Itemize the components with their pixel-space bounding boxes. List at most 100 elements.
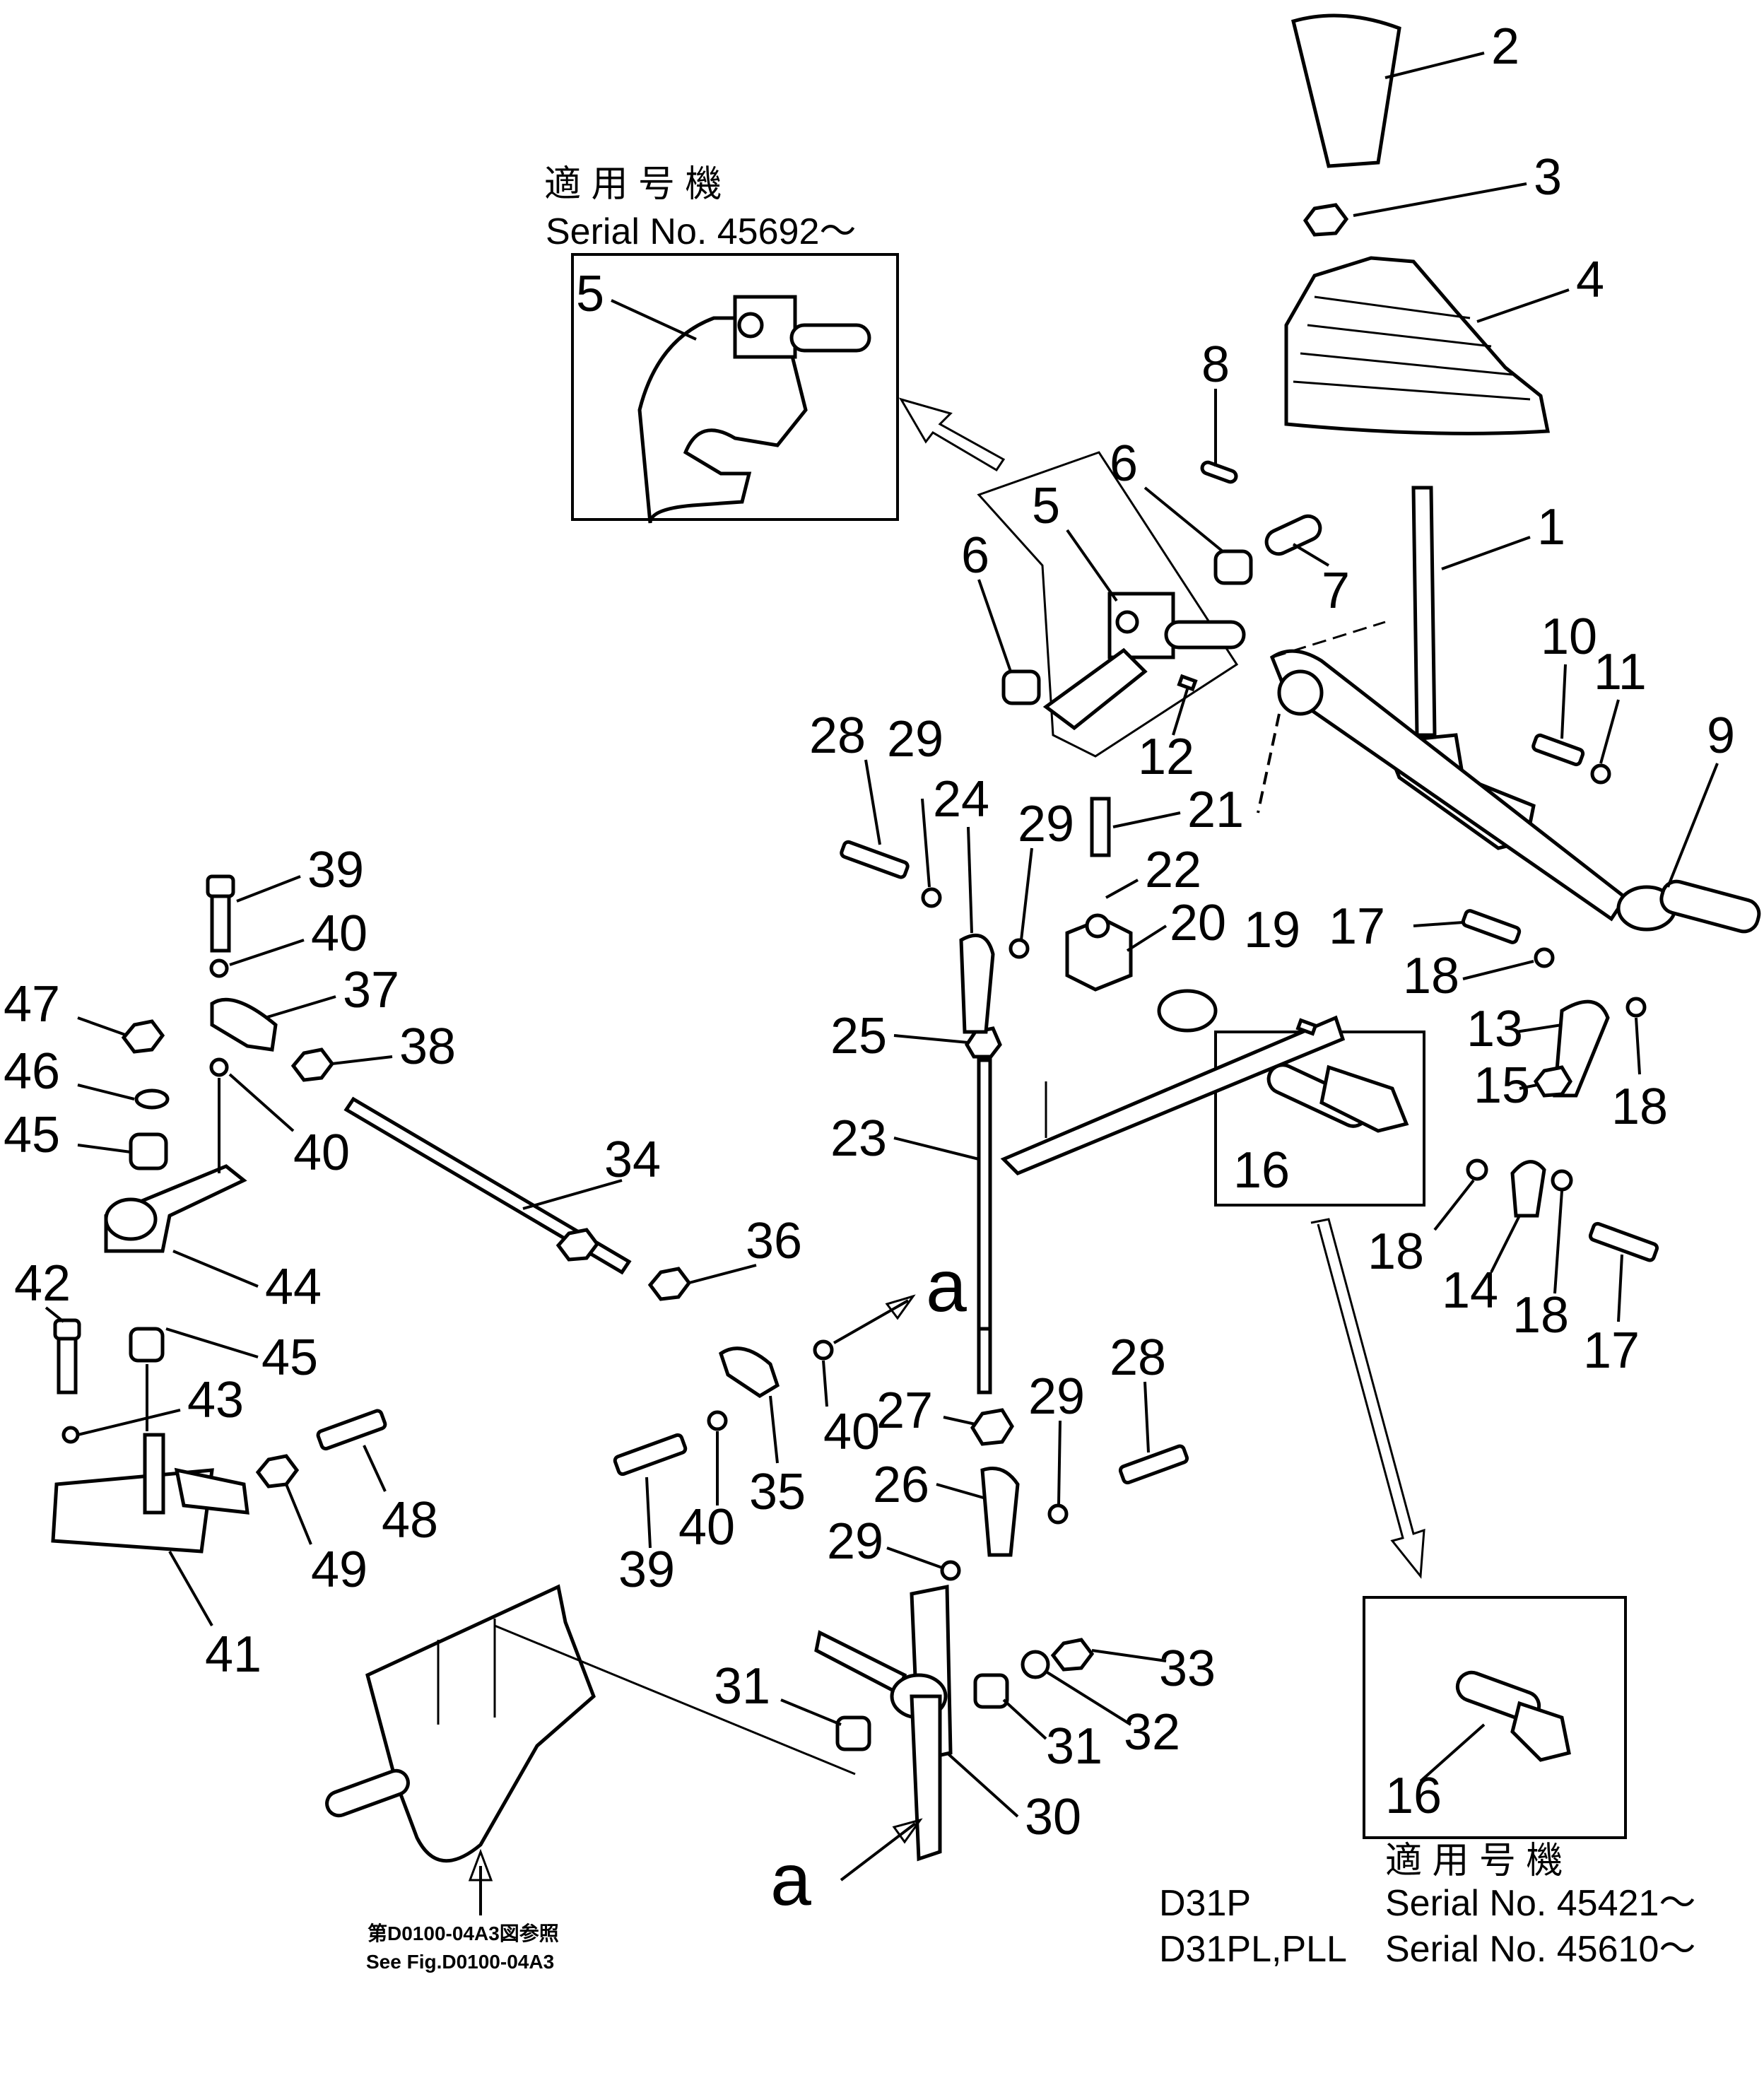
label-part-33: 33 <box>1159 1640 1216 1697</box>
label-part-15: 15 <box>1474 1057 1530 1114</box>
label-part-18b: 18 <box>1611 1079 1668 1135</box>
pin-part-19 <box>1295 1018 1318 1036</box>
label-part-39a: 39 <box>307 842 364 898</box>
inset-bottom-serial-2: Serial No. 45610～ <box>1385 1929 1695 1970</box>
label-part-37: 37 <box>343 962 399 1019</box>
bolt-part-42 <box>57 1334 78 1395</box>
lower-center-linkage <box>325 1096 1189 1915</box>
block-arm-5 <box>1042 647 1148 731</box>
clevis-part-16 <box>1319 1064 1409 1133</box>
nut-part-49 <box>255 1454 300 1489</box>
label-part-19: 19 <box>1244 902 1300 958</box>
washer-part-32 <box>1021 1650 1050 1679</box>
washer-part-40c <box>707 1410 728 1431</box>
bolt-part-39a <box>210 892 231 953</box>
inset-clevis-16 <box>1510 1701 1571 1762</box>
washer-part-29d <box>940 1560 961 1581</box>
lever-part-1 <box>1411 486 1437 737</box>
washer-part-40a <box>209 958 229 978</box>
label-part-13: 13 <box>1466 1001 1523 1057</box>
label-part-22: 22 <box>1145 842 1201 898</box>
rod-end-part-24 <box>959 933 995 1034</box>
inset-bracket-shape <box>637 316 808 524</box>
bushing-part-6a <box>1213 549 1253 585</box>
label-part-43: 43 <box>187 1372 244 1428</box>
lever-assembly <box>977 13 1761 934</box>
label-part-38: 38 <box>399 1019 456 1075</box>
bushing-part-6b <box>1001 669 1041 705</box>
yoke-shaft-9 <box>1659 879 1761 934</box>
label-part-17a: 17 <box>1329 898 1385 955</box>
plate-post-41 <box>143 1433 165 1515</box>
bolt-part-28a <box>840 840 910 879</box>
washer-part-29c <box>1047 1503 1069 1525</box>
label-part-28b: 28 <box>1110 1329 1166 1386</box>
nut-part-3 <box>1303 203 1349 237</box>
label-part-6b: 6 <box>961 527 989 584</box>
pin-part-12 <box>1177 674 1198 692</box>
label-part-18d: 18 <box>1512 1287 1569 1344</box>
label-part-17b: 17 <box>1583 1322 1640 1379</box>
label-part-40b: 40 <box>293 1125 350 1181</box>
inset-bottom-caption-jp: 適 用 号 機 <box>1385 1841 1563 1882</box>
label-inset-16: 16 <box>1385 1768 1442 1824</box>
label-part-31a: 31 <box>1046 1718 1102 1775</box>
washer-part-18a <box>1534 947 1555 968</box>
inset-bottom-model-2: D31PL,PLL <box>1159 1929 1347 1970</box>
rod-end-part-35 <box>719 1346 780 1398</box>
label-part-18a: 18 <box>1403 948 1459 1004</box>
label-part-34: 34 <box>604 1132 661 1188</box>
label-part-41: 41 <box>205 1626 261 1683</box>
bushing-part-31a <box>973 1673 1009 1709</box>
nut-part-36 <box>647 1267 692 1301</box>
nut-part-38 <box>290 1047 335 1082</box>
label-part-25: 25 <box>830 1008 887 1064</box>
inset-bottom-serial: 16 適 用 号 機 D31P Serial No. 45421～ D31PL,… <box>1159 1596 1695 1970</box>
label-part-49: 49 <box>311 1542 368 1598</box>
bolt-part-17a <box>1461 909 1522 944</box>
inset-bottom-model-1: D31P <box>1159 1883 1251 1924</box>
label-part-11: 11 <box>1594 644 1647 700</box>
section-markers: a a <box>770 1245 967 1921</box>
reference-note-en: See Fig.D0100-04A3 <box>366 1951 554 1973</box>
label-part-14: 14 <box>1442 1262 1498 1319</box>
lever-arm-30 <box>814 1630 907 1696</box>
label-part-42: 42 <box>14 1255 71 1312</box>
label-part-10: 10 <box>1541 609 1597 665</box>
bushing-part-45a <box>129 1132 168 1170</box>
label-part-28a: 28 <box>809 708 866 764</box>
section-marker-a-upper: a <box>926 1245 967 1327</box>
bolt-part-17b <box>1588 1221 1659 1262</box>
inset-block-hole <box>737 312 764 339</box>
arrow-to-inset-bottom <box>1310 1218 1425 1579</box>
nut-part-47 <box>121 1019 165 1054</box>
boot-part-4 <box>1284 256 1551 435</box>
label-part-23: 23 <box>830 1110 887 1167</box>
nut-part-25 <box>965 1026 1002 1059</box>
block-pin-5 <box>1164 620 1246 650</box>
label-part-9: 9 <box>1707 708 1735 764</box>
label-part-32: 32 <box>1124 1704 1180 1761</box>
rod-part-23 <box>977 1058 992 1331</box>
leader-inset-16 <box>1419 1723 1486 1783</box>
mid-linkage <box>840 797 1659 1395</box>
washer-part-46 <box>134 1088 170 1110</box>
bolt-part-21 <box>1090 797 1111 857</box>
inset-top-frame <box>571 253 899 521</box>
label-part-48: 48 <box>382 1492 438 1549</box>
nut-part-15 <box>1533 1065 1572 1098</box>
section-marker-a-lower: a <box>770 1839 811 1921</box>
label-part-16: 16 <box>1233 1142 1290 1199</box>
rod-end-part-14 <box>1510 1160 1546 1218</box>
leader-inset-5 <box>611 299 697 341</box>
inset-top-caption-jp: 適 用 号 機 <box>544 164 722 205</box>
label-part-20: 20 <box>1170 895 1226 951</box>
inset-bottom-serial-1: Serial No. 45421～ <box>1385 1883 1695 1924</box>
bolt-part-39b <box>613 1433 688 1477</box>
label-part-29d: 29 <box>827 1513 883 1570</box>
label-part-46: 46 <box>4 1043 60 1100</box>
label-part-12: 12 <box>1138 729 1194 785</box>
label-part-26: 26 <box>873 1457 929 1513</box>
label-part-40c: 40 <box>678 1499 735 1556</box>
bushing-part-31b <box>835 1715 871 1751</box>
